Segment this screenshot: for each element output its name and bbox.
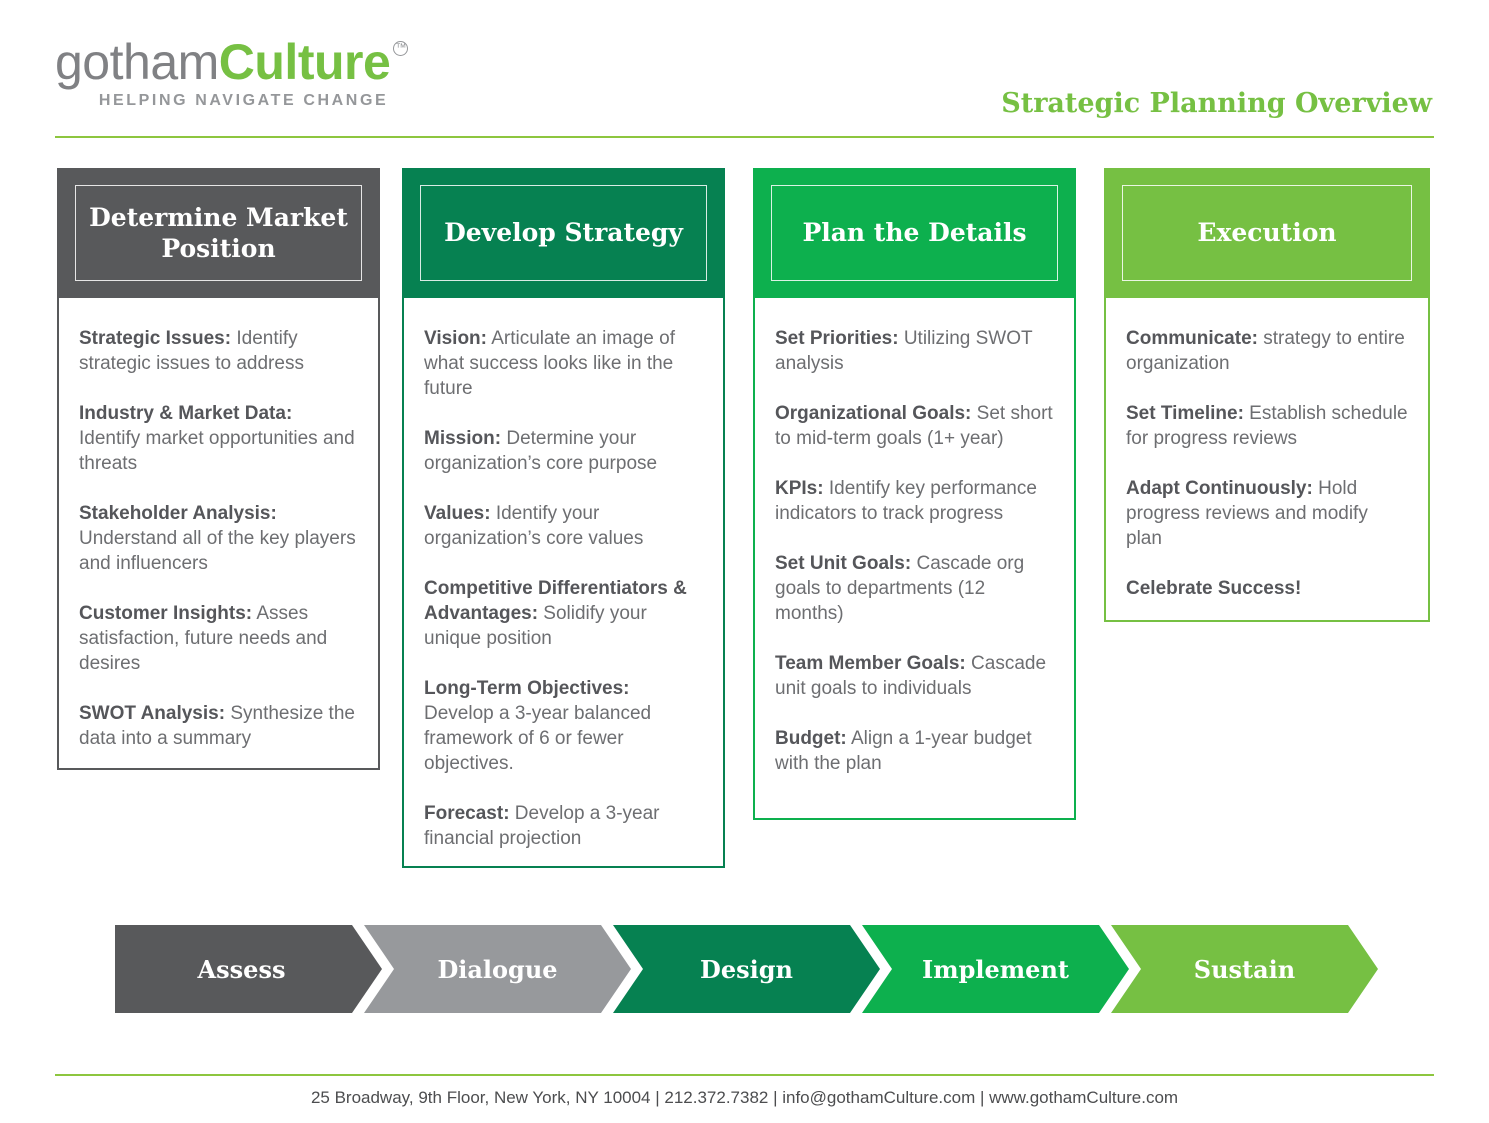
column-develop-strategy: Develop Strategy Vision: Articulate an i… — [402, 168, 725, 868]
item-text: Identify market opportunities and threat… — [79, 428, 355, 474]
trademark-icon: ™ — [393, 41, 409, 56]
item-label: Communicate: — [1126, 328, 1258, 349]
list-item: Long-Term Objectives: Develop a 3-year b… — [424, 676, 703, 776]
header-divider — [55, 136, 1434, 138]
item-text: Determine your organization’s core purpo… — [424, 428, 658, 474]
process-flow: Assess Dialogue Design Implement Sustain — [115, 925, 1378, 1013]
list-item: Strategic Issues: Identify strategic iss… — [79, 326, 358, 376]
footer-divider — [55, 1074, 1434, 1076]
list-item: Forecast: Develop a 3-year financial pro… — [424, 801, 703, 851]
column-body: Vision: Articulate an image of what succ… — [402, 298, 725, 868]
item-label: Strategic Issues: — [79, 328, 232, 349]
process-step-label: Implement — [922, 954, 1069, 984]
process-step-assess: Assess — [115, 925, 382, 1013]
list-item: Industry & Market Data: Identify market … — [79, 401, 358, 476]
list-item: Set Timeline: Establish schedule for pro… — [1126, 401, 1408, 451]
list-item: Competitive Differentiators & Advantages… — [424, 576, 703, 651]
list-item: Customer Insights: Asses satisfaction, f… — [79, 601, 358, 676]
item-text: Asses satisfaction, future needs and des… — [79, 603, 328, 674]
item-text: Establish schedule for progress reviews — [1126, 403, 1408, 449]
list-item: Adapt Continuously: Hold progress review… — [1126, 476, 1408, 551]
item-label: Forecast: — [424, 803, 510, 824]
column-title: Develop Strategy — [420, 185, 707, 281]
item-label: Set Unit Goals: — [775, 553, 912, 574]
item-label: Organizational Goals: — [775, 403, 972, 424]
process-step-label: Dialogue — [437, 954, 558, 984]
list-item: Set Priorities: Utilizing SWOT analysis — [775, 326, 1054, 376]
list-item: Celebrate Success! — [1126, 576, 1408, 601]
column-determine-market-position: Determine Market Position Strategic Issu… — [57, 168, 380, 770]
column-execution: Execution Communicate: strategy to entir… — [1104, 168, 1430, 622]
item-label: Set Timeline: — [1126, 403, 1244, 424]
list-item: KPIs: Identify key performance indicator… — [775, 476, 1054, 526]
list-item: Communicate: strategy to entire organiza… — [1126, 326, 1408, 376]
page-title: Strategic Planning Overview — [1001, 88, 1432, 119]
item-text: Develop a 3-year balanced framework of 6… — [424, 703, 652, 774]
item-text: Synthesize the data into a summary — [79, 703, 355, 749]
column-title: Plan the Details — [771, 185, 1058, 281]
column-title: Execution — [1122, 185, 1412, 281]
item-label: Set Priorities: — [775, 328, 899, 349]
process-step-dialogue: Dialogue — [364, 925, 631, 1013]
item-text: Understand all of the key players and in… — [79, 528, 356, 574]
footer-contact-text: 25 Broadway, 9th Floor, New York, NY 100… — [310, 1088, 1179, 1107]
list-item: SWOT Analysis: Synthesize the data into … — [79, 701, 358, 751]
item-label: Industry & Market Data: — [79, 403, 293, 424]
item-text: Solidify your unique position — [424, 603, 647, 649]
column-plan-the-details: Plan the Details Set Priorities: Utilizi… — [753, 168, 1076, 820]
item-text: Articulate an image of what success look… — [424, 328, 675, 399]
process-step-design: Design — [613, 925, 880, 1013]
item-label: Competitive Differentiators & Advantages… — [424, 578, 687, 624]
column-header: Determine Market Position — [57, 168, 380, 298]
item-label: Long-Term Objectives: — [424, 678, 630, 699]
column-header: Plan the Details — [753, 168, 1076, 298]
item-text: Identify key performance indicators to t… — [775, 478, 1037, 524]
column-header: Develop Strategy — [402, 168, 725, 298]
list-item: Organizational Goals: Set short to mid-t… — [775, 401, 1054, 451]
column-body: Set Priorities: Utilizing SWOT analysis … — [753, 298, 1076, 820]
item-text: Utilizing SWOT analysis — [775, 328, 1033, 374]
item-text: Develop a 3-year financial projection — [424, 803, 660, 849]
logo-gotham-text: gotham — [55, 34, 219, 90]
item-label: Team Member Goals: — [775, 653, 966, 674]
item-text: Identify strategic issues to address — [79, 328, 304, 374]
list-item: Set Unit Goals: Cascade org goals to dep… — [775, 551, 1054, 626]
column-body: Communicate: strategy to entire organiza… — [1104, 298, 1430, 622]
logo-culture-text: Culture — [218, 34, 391, 90]
list-item: Stakeholder Analysis: Understand all of … — [79, 501, 358, 576]
list-item: Mission: Determine your organization’s c… — [424, 426, 703, 476]
column-body: Strategic Issues: Identify strategic iss… — [57, 298, 380, 770]
column-header: Execution — [1104, 168, 1430, 298]
process-step-sustain: Sustain — [1111, 925, 1378, 1013]
item-text: Hold progress reviews and modify plan — [1126, 478, 1368, 549]
item-label: Customer Insights: — [79, 603, 253, 624]
item-label: Stakeholder Analysis: — [79, 503, 277, 524]
item-text: Cascade unit goals to individuals — [775, 653, 1047, 699]
item-text: Set short to mid-term goals (1+ year) — [775, 403, 1053, 449]
list-item: Team Member Goals: Cascade unit goals to… — [775, 651, 1054, 701]
list-item: Values: Identify your organization’s cor… — [424, 501, 703, 551]
item-label: Adapt Continuously: — [1126, 478, 1313, 499]
item-text: strategy to entire organization — [1126, 328, 1405, 374]
process-step-label: Assess — [197, 954, 286, 984]
process-step-implement: Implement — [862, 925, 1129, 1013]
item-label: Mission: — [424, 428, 502, 449]
column-title: Determine Market Position — [75, 185, 362, 281]
item-label: Celebrate Success! — [1126, 578, 1302, 599]
list-item: Budget: Align a 1-year budget with the p… — [775, 726, 1054, 776]
item-label: Vision: — [424, 328, 487, 349]
item-label: Budget: — [775, 728, 847, 749]
list-item: Vision: Articulate an image of what succ… — [424, 326, 703, 401]
item-label: Values: — [424, 503, 491, 524]
brand-tagline: HELPING NAVIGATE CHANGE — [98, 91, 389, 109]
item-text: Align a 1-year budget with the plan — [775, 728, 1032, 774]
item-label: SWOT Analysis: — [79, 703, 226, 724]
process-step-label: Design — [700, 954, 793, 984]
item-label: KPIs: — [775, 478, 824, 499]
item-text: Cascade org goals to departments (12 mon… — [775, 553, 1025, 624]
item-text: Identify your organization’s core values — [424, 503, 644, 549]
process-step-label: Sustain — [1193, 954, 1296, 984]
